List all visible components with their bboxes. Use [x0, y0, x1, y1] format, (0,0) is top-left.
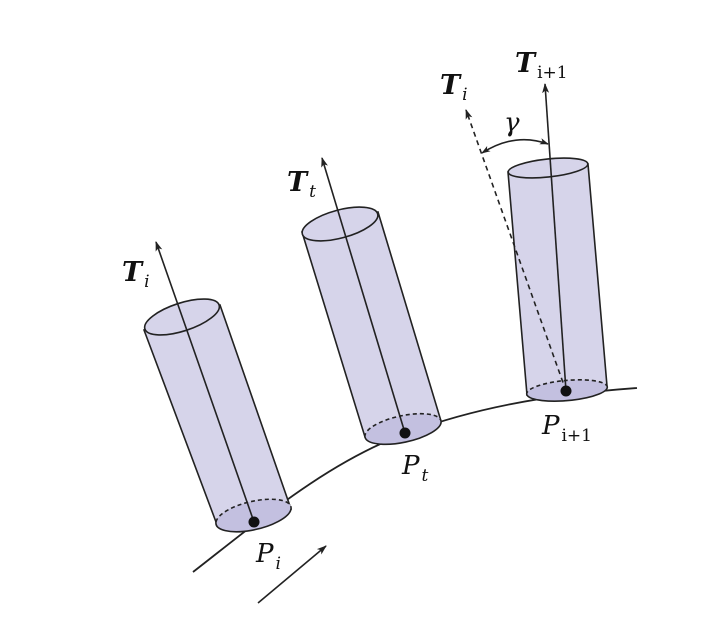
label-gamma: γ — [504, 108, 520, 138]
cylinder-pt — [300, 157, 443, 446]
previous-axis-dashed — [465, 109, 567, 392]
gamma-angle-arc — [481, 138, 549, 154]
point-pt — [399, 427, 411, 439]
point-pi — [248, 516, 260, 528]
feed-direction-arrow — [257, 545, 327, 604]
cylinder-pi — [142, 241, 293, 533]
cylinder-pi1 — [465, 83, 609, 402]
point-pi1 — [560, 385, 572, 397]
